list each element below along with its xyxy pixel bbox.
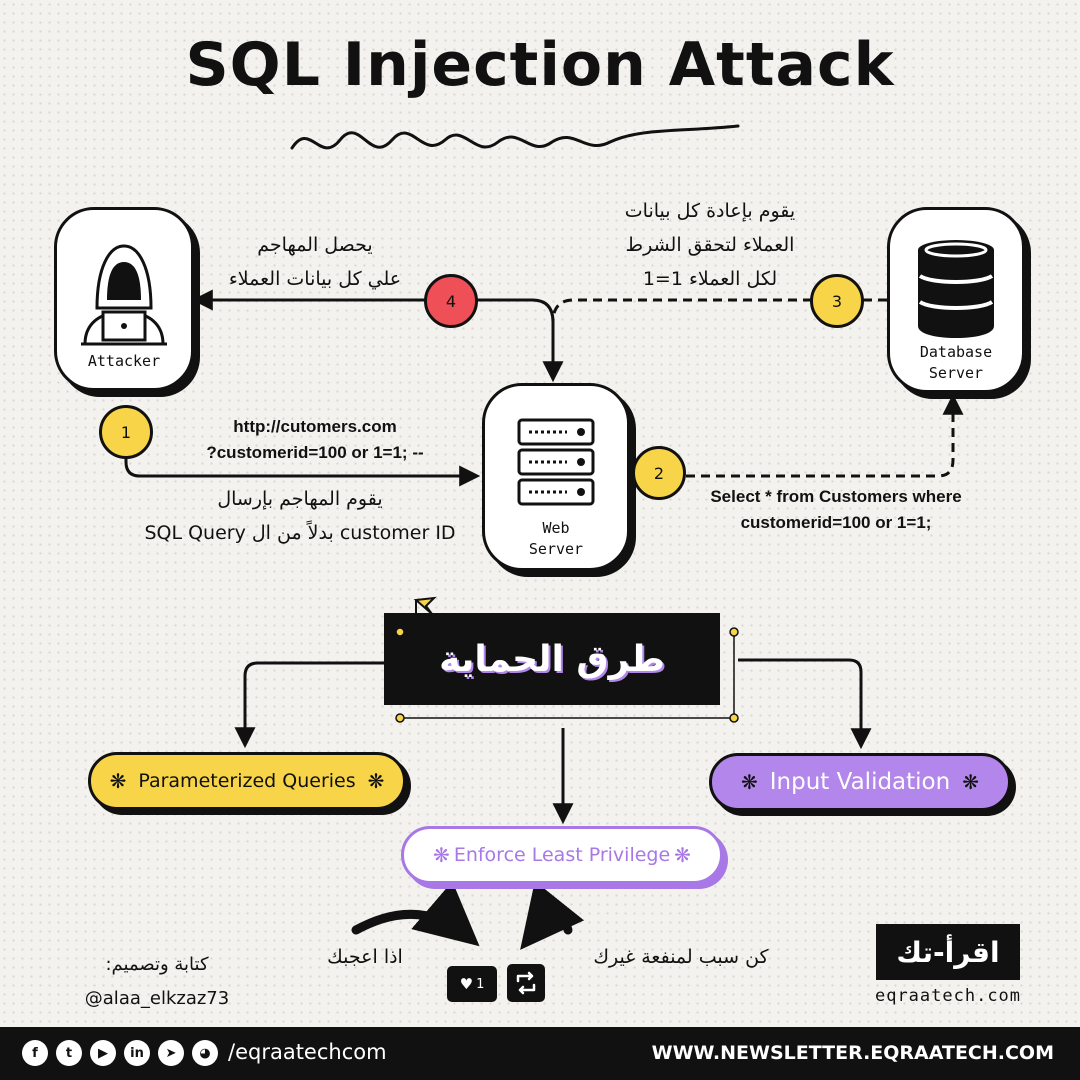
footer-bar: f t ▶ in ➤ ◕ /eqraatechcom WWW.NEWSLETTE… xyxy=(0,1027,1080,1080)
step-3-badge: 3 xyxy=(810,274,864,328)
social-handle[interactable]: /eqraatechcom xyxy=(228,1040,387,1064)
step-4-line1: يحصل المهاجم xyxy=(257,234,373,256)
step-1-url: http://cutomers.com ?customerid=100 or 1… xyxy=(170,414,460,466)
attacker-label: Attacker xyxy=(87,352,161,370)
step-1-description: يقوم المهاجم بإرسال customer ID بدلاً من… xyxy=(120,482,480,550)
author-handle: @alaa_elkzaz73 xyxy=(84,988,230,1009)
hacker-icon xyxy=(81,244,167,346)
web-server-node: Web Server xyxy=(482,383,630,571)
repost-button[interactable] xyxy=(507,964,545,1002)
step-3-line2: العملاء لتحقق الشرط xyxy=(625,234,795,256)
database-server-label: Database Server xyxy=(890,342,1022,384)
method-parameterized-queries: ❋ Parameterized Queries ❋ xyxy=(88,752,406,810)
server-rack-icon xyxy=(517,418,595,506)
step-3-description: يقوم بإعادة كل بيانات العملاء لتحقق الشر… xyxy=(590,194,830,296)
step-1-badge: 1 xyxy=(99,405,153,459)
step-1-desc-line2: customer ID بدلاً من ال SQL Query xyxy=(144,522,456,544)
selection-handles xyxy=(395,627,739,723)
method-parameterized-label: Parameterized Queries xyxy=(138,770,356,792)
step-2-badge: 2 xyxy=(632,446,686,500)
database-server-node: Database Server xyxy=(887,207,1025,393)
connector-to-input-validation xyxy=(738,658,872,750)
step-2-query: Select * from Customers where customerid… xyxy=(684,484,988,536)
like-button[interactable]: ♥ 1 xyxy=(447,966,497,1002)
like-pointer-arrow xyxy=(351,881,480,947)
telegram-icon[interactable]: ➤ xyxy=(158,1040,184,1066)
step-2-query-line2: customerid=100 or 1=1; xyxy=(740,513,932,532)
step-4-badge: 4 xyxy=(424,274,478,328)
linkedin-icon[interactable]: in xyxy=(124,1040,150,1066)
share-prompt: كن سبب لمنفعة غيرك xyxy=(593,946,769,968)
bullet-star-icon: ❋ xyxy=(741,770,758,794)
database-icon xyxy=(918,240,994,338)
protection-heading-text: طرق الحماية xyxy=(439,638,665,680)
step-1-url-line2: ?customerid=100 or 1=1; -- xyxy=(206,443,424,462)
method-input-validation: ❋ Input Validation ❋ xyxy=(709,753,1011,811)
step-3-line3: لكل العملاء 1=1 xyxy=(642,268,778,290)
like-prompt: اذا اعجبك xyxy=(327,946,403,968)
author-credit: كتابة وتصميم: @alaa_elkzaz73 xyxy=(62,948,252,1016)
web-server-label-line1: Web xyxy=(542,519,570,537)
bullet-star-icon: ❋ xyxy=(962,770,979,794)
youtube-icon[interactable]: ▶ xyxy=(90,1040,116,1066)
method-input-validation-label: Input Validation xyxy=(769,769,951,795)
github-icon[interactable]: ◕ xyxy=(192,1040,218,1066)
twitter-icon[interactable]: t xyxy=(56,1040,82,1066)
step-1-desc-line1: يقوم المهاجم بإرسال xyxy=(217,488,383,510)
brand-logo-text: اقرأ-تك xyxy=(896,935,1000,969)
protection-methods-heading: طرق الحماية xyxy=(384,613,720,705)
method-least-privilege: ❋ Enforce Least Privilege ❋ xyxy=(401,826,723,884)
web-server-label-line2: Server xyxy=(528,540,584,558)
bullet-star-icon: ❋ xyxy=(109,769,127,793)
database-label-line1: Database xyxy=(919,343,993,361)
bullet-star-icon: ❋ xyxy=(433,843,450,867)
step-4-description: يحصل المهاجم علي كل بيانات العملاء xyxy=(200,228,430,296)
author-credit-title: كتابة وتصميم: xyxy=(105,954,209,975)
share-pointer-arrow xyxy=(520,880,585,950)
connector-step2 xyxy=(686,393,964,478)
facebook-icon[interactable]: f xyxy=(22,1040,48,1066)
heart-icon: ♥ xyxy=(459,975,474,993)
step-1-url-line1: http://cutomers.com xyxy=(233,417,397,436)
database-label-line2: Server xyxy=(928,364,984,382)
connector-step4 xyxy=(191,289,555,323)
method-least-privilege-label: Enforce Least Privilege xyxy=(453,844,671,866)
page-title: SQL Injection Attack xyxy=(185,30,895,100)
step-2-query-line1: Select * from Customers where xyxy=(710,487,962,506)
connector-step1 xyxy=(124,405,481,487)
bullet-star-icon: ❋ xyxy=(367,769,385,793)
attacker-node: Attacker xyxy=(54,207,194,391)
web-server-label: Web Server xyxy=(485,518,627,560)
repost-icon xyxy=(516,971,536,995)
title-underline-squiggle xyxy=(290,124,740,150)
brand-site: eqraatech.com xyxy=(874,986,1022,1006)
connector-to-parameterized xyxy=(234,661,384,749)
step-3-line1: يقوم بإعادة كل بيانات xyxy=(624,200,796,222)
like-count: 1 xyxy=(476,976,485,992)
newsletter-link[interactable]: WWW.NEWSLETTER.EQRAATECH.COM xyxy=(651,1042,1054,1064)
brand-logo: اقرأ-تك xyxy=(876,924,1020,980)
bullet-star-icon: ❋ xyxy=(674,843,691,867)
step-4-line2: علي كل بيانات العملاء xyxy=(228,268,402,290)
